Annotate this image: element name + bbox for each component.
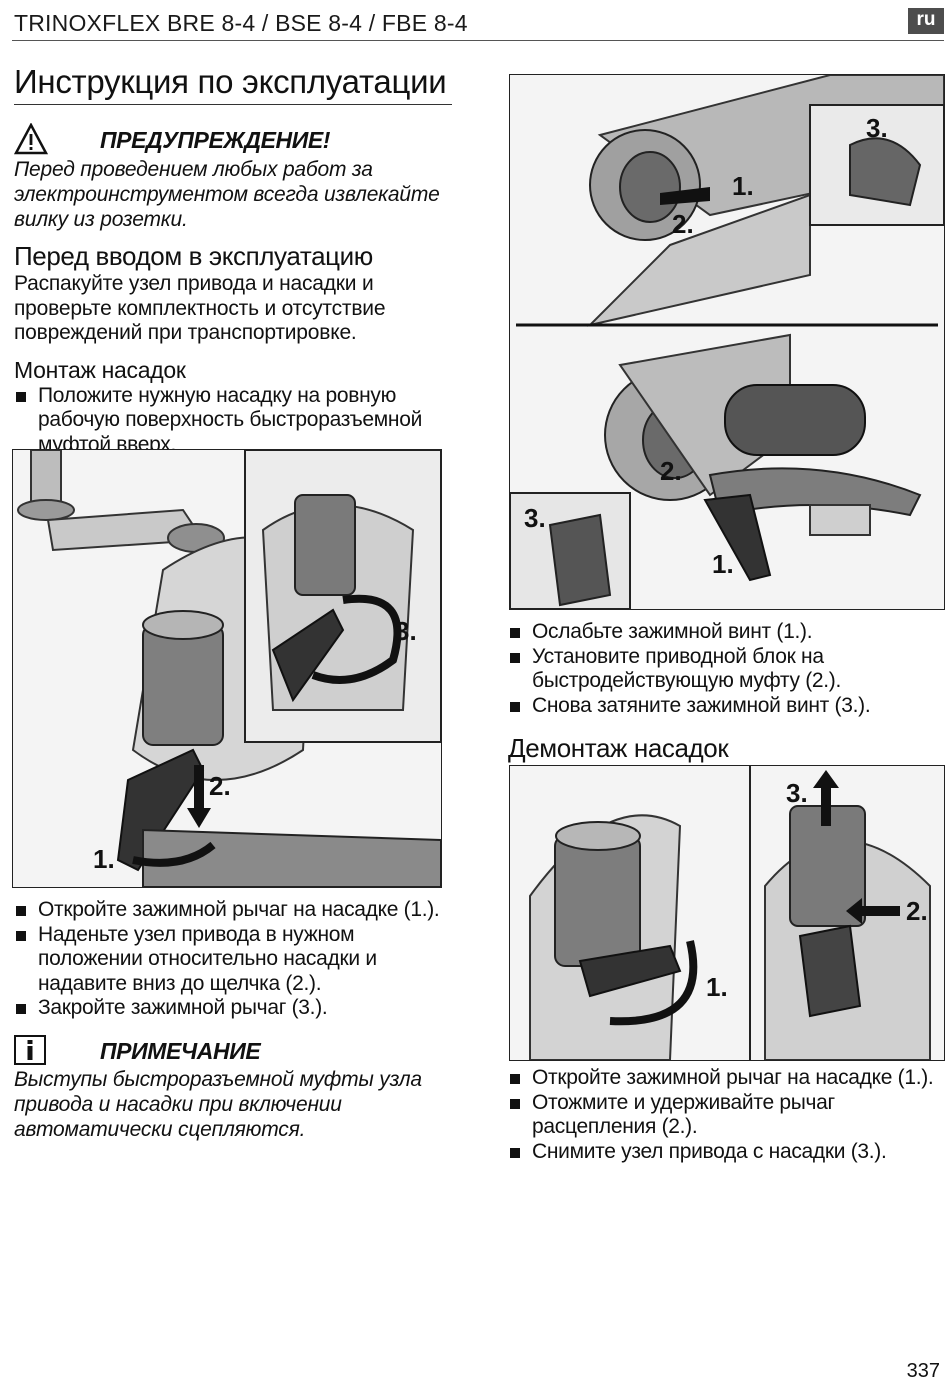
demount-figure: 1. 3. 2. bbox=[509, 765, 945, 1061]
before-use-text: Распакуйте узел привода и насадки и пров… bbox=[14, 272, 386, 344]
header-rule bbox=[12, 40, 944, 41]
note-header: ПРИМЕЧАНИЕ bbox=[14, 1034, 452, 1067]
list-item: Закройте зажимной рычаг (3.). bbox=[14, 996, 452, 1021]
mount-illustration: 1. 2. 3. bbox=[13, 450, 441, 887]
install-illustration: 1. 2. 3. 2. 3. 1. bbox=[510, 75, 944, 609]
list-item: Положите нужную насадку на ровную рабочу… bbox=[14, 384, 452, 458]
right-lower-column: Откройте зажимной рычаг на насадке (1.).… bbox=[508, 1066, 944, 1164]
info-icon bbox=[14, 1034, 46, 1065]
list-item: Наденьте узел привода в нужном положении… bbox=[14, 923, 452, 997]
warning-header: ПРЕДУПРЕЖДЕНИЕ! bbox=[14, 123, 452, 157]
fig-label: 2. bbox=[906, 896, 928, 926]
note-text: Выступы быстроразъемной муфты узла приво… bbox=[14, 1067, 422, 1141]
fig-label: 1. bbox=[93, 844, 115, 874]
fig-label: 2. bbox=[672, 209, 694, 239]
mount-figure: 1. 2. 3. bbox=[12, 449, 442, 888]
fig-label: 1. bbox=[732, 171, 754, 201]
fig-label: 2. bbox=[660, 456, 682, 486]
warning-title: ПРЕДУПРЕЖДЕНИЕ! bbox=[100, 127, 331, 153]
list-item: Откройте зажимной рычаг на насадке (1.). bbox=[14, 898, 452, 923]
list-item: Откройте зажимной рычаг на насадке (1.). bbox=[508, 1066, 944, 1091]
fig-label: 3. bbox=[395, 616, 417, 646]
fig-label: 1. bbox=[706, 972, 728, 1002]
fig-label: 1. bbox=[712, 549, 734, 579]
mount-list: Положите нужную насадку на ровную рабочу… bbox=[14, 384, 452, 458]
document-header: TRINOXFLEX BRE 8-4 / BSE 8-4 / FBE 8-4 bbox=[14, 10, 468, 36]
list-item: Снова затяните зажимной винт (3.). bbox=[508, 694, 944, 719]
list-item: Установите приводной блок на быстродейст… bbox=[508, 645, 944, 694]
language-badge: ru bbox=[908, 8, 944, 34]
list-item: Отожмите и удерживайте рычаг расцепления… bbox=[508, 1091, 944, 1140]
mount-heading: Монтаж насадок bbox=[14, 356, 186, 383]
demount-steps: Откройте зажимной рычаг на насадке (1.).… bbox=[508, 1066, 944, 1164]
left-column: Инструкция по эксплуатации ПРЕДУПРЕЖДЕНИ… bbox=[14, 62, 452, 457]
list-item: Ослабьте зажимной винт (1.). bbox=[508, 620, 944, 645]
fig-label: 3. bbox=[866, 113, 888, 143]
install-figure: 1. 2. 3. 2. 3. 1. bbox=[509, 74, 945, 610]
fig-label: 2. bbox=[209, 771, 231, 801]
fig-label: 3. bbox=[786, 778, 808, 808]
demount-illustration: 1. 3. 2. bbox=[510, 766, 944, 1060]
right-middle-column: Ослабьте зажимной винт (1.). Установите … bbox=[508, 620, 944, 764]
mount-steps: Откройте зажимной рычаг на насадке (1.).… bbox=[14, 898, 452, 1021]
note-title: ПРИМЕЧАНИЕ bbox=[100, 1037, 261, 1064]
page-number: 337 bbox=[906, 1360, 940, 1382]
before-use-heading: Перед вводом в эксплуатацию bbox=[14, 241, 373, 271]
section-title: Инструкция по эксплуатации bbox=[14, 62, 452, 105]
list-item: Снимите узел привода с насадки (3.). bbox=[508, 1140, 944, 1165]
install-steps: Ослабьте зажимной винт (1.). Установите … bbox=[508, 620, 944, 718]
left-lower-column: Откройте зажимной рычаг на насадке (1.).… bbox=[14, 898, 452, 1142]
warning-triangle-icon bbox=[14, 123, 48, 155]
fig-label: 3. bbox=[524, 503, 546, 533]
warning-text: Перед проведением любых работ за электро… bbox=[14, 158, 440, 231]
demount-heading: Демонтаж насадок bbox=[508, 733, 729, 763]
